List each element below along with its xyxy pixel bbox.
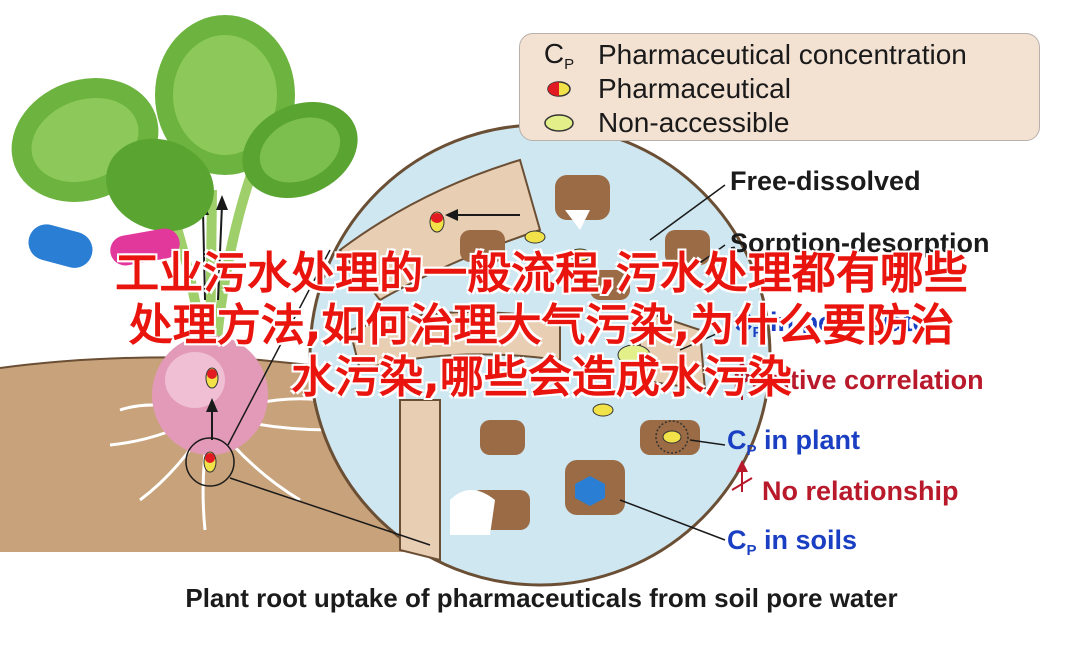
legend-label-non-accessible: Non-accessible [598, 107, 790, 138]
label-positive-correlation: Positive correlation [733, 365, 984, 395]
legend-row-non-accessible: Non-accessible [520, 106, 789, 140]
zoom-connector [185, 249, 431, 546]
legend-row-pharmaceutical: Pharmaceutical [520, 72, 791, 106]
pharmaceutical-dots [203, 211, 689, 473]
pointer-lines [619, 184, 726, 541]
legend: CP Pharmaceutical concentration Pharmace… [519, 33, 1040, 141]
pill-capsules [28, 224, 180, 268]
label-cp-plant: CP in plant [727, 425, 861, 459]
non-accessible-icon [544, 114, 574, 132]
label-free-dissolved: Free-dissolved [730, 166, 921, 196]
legend-label-concentration: Pharmaceutical concentration [598, 39, 967, 70]
cp-symbol: CP [520, 38, 598, 73]
cp-letter: C [543, 37, 565, 69]
label-cp-soils: CP in soils [727, 525, 858, 559]
pharmaceutical-icon [547, 81, 571, 97]
relation-arrows [731, 360, 753, 492]
magnified-soil-view [308, 123, 772, 587]
radish-root [152, 335, 268, 455]
diagram-caption: Plant root uptake of pharmaceuticals fro… [185, 583, 898, 613]
label-sorption-desorption: Sorption-desorption [730, 228, 990, 258]
plant-leaves [11, 15, 358, 232]
label-no-relationship: No relationship [762, 476, 959, 506]
label-cp-pore-water: CP in pore water [733, 307, 939, 341]
legend-label-pharmaceutical: Pharmaceutical [598, 73, 791, 104]
cp-subscript: P [564, 55, 575, 73]
legend-row-concentration: CP Pharmaceutical concentration [520, 38, 967, 73]
